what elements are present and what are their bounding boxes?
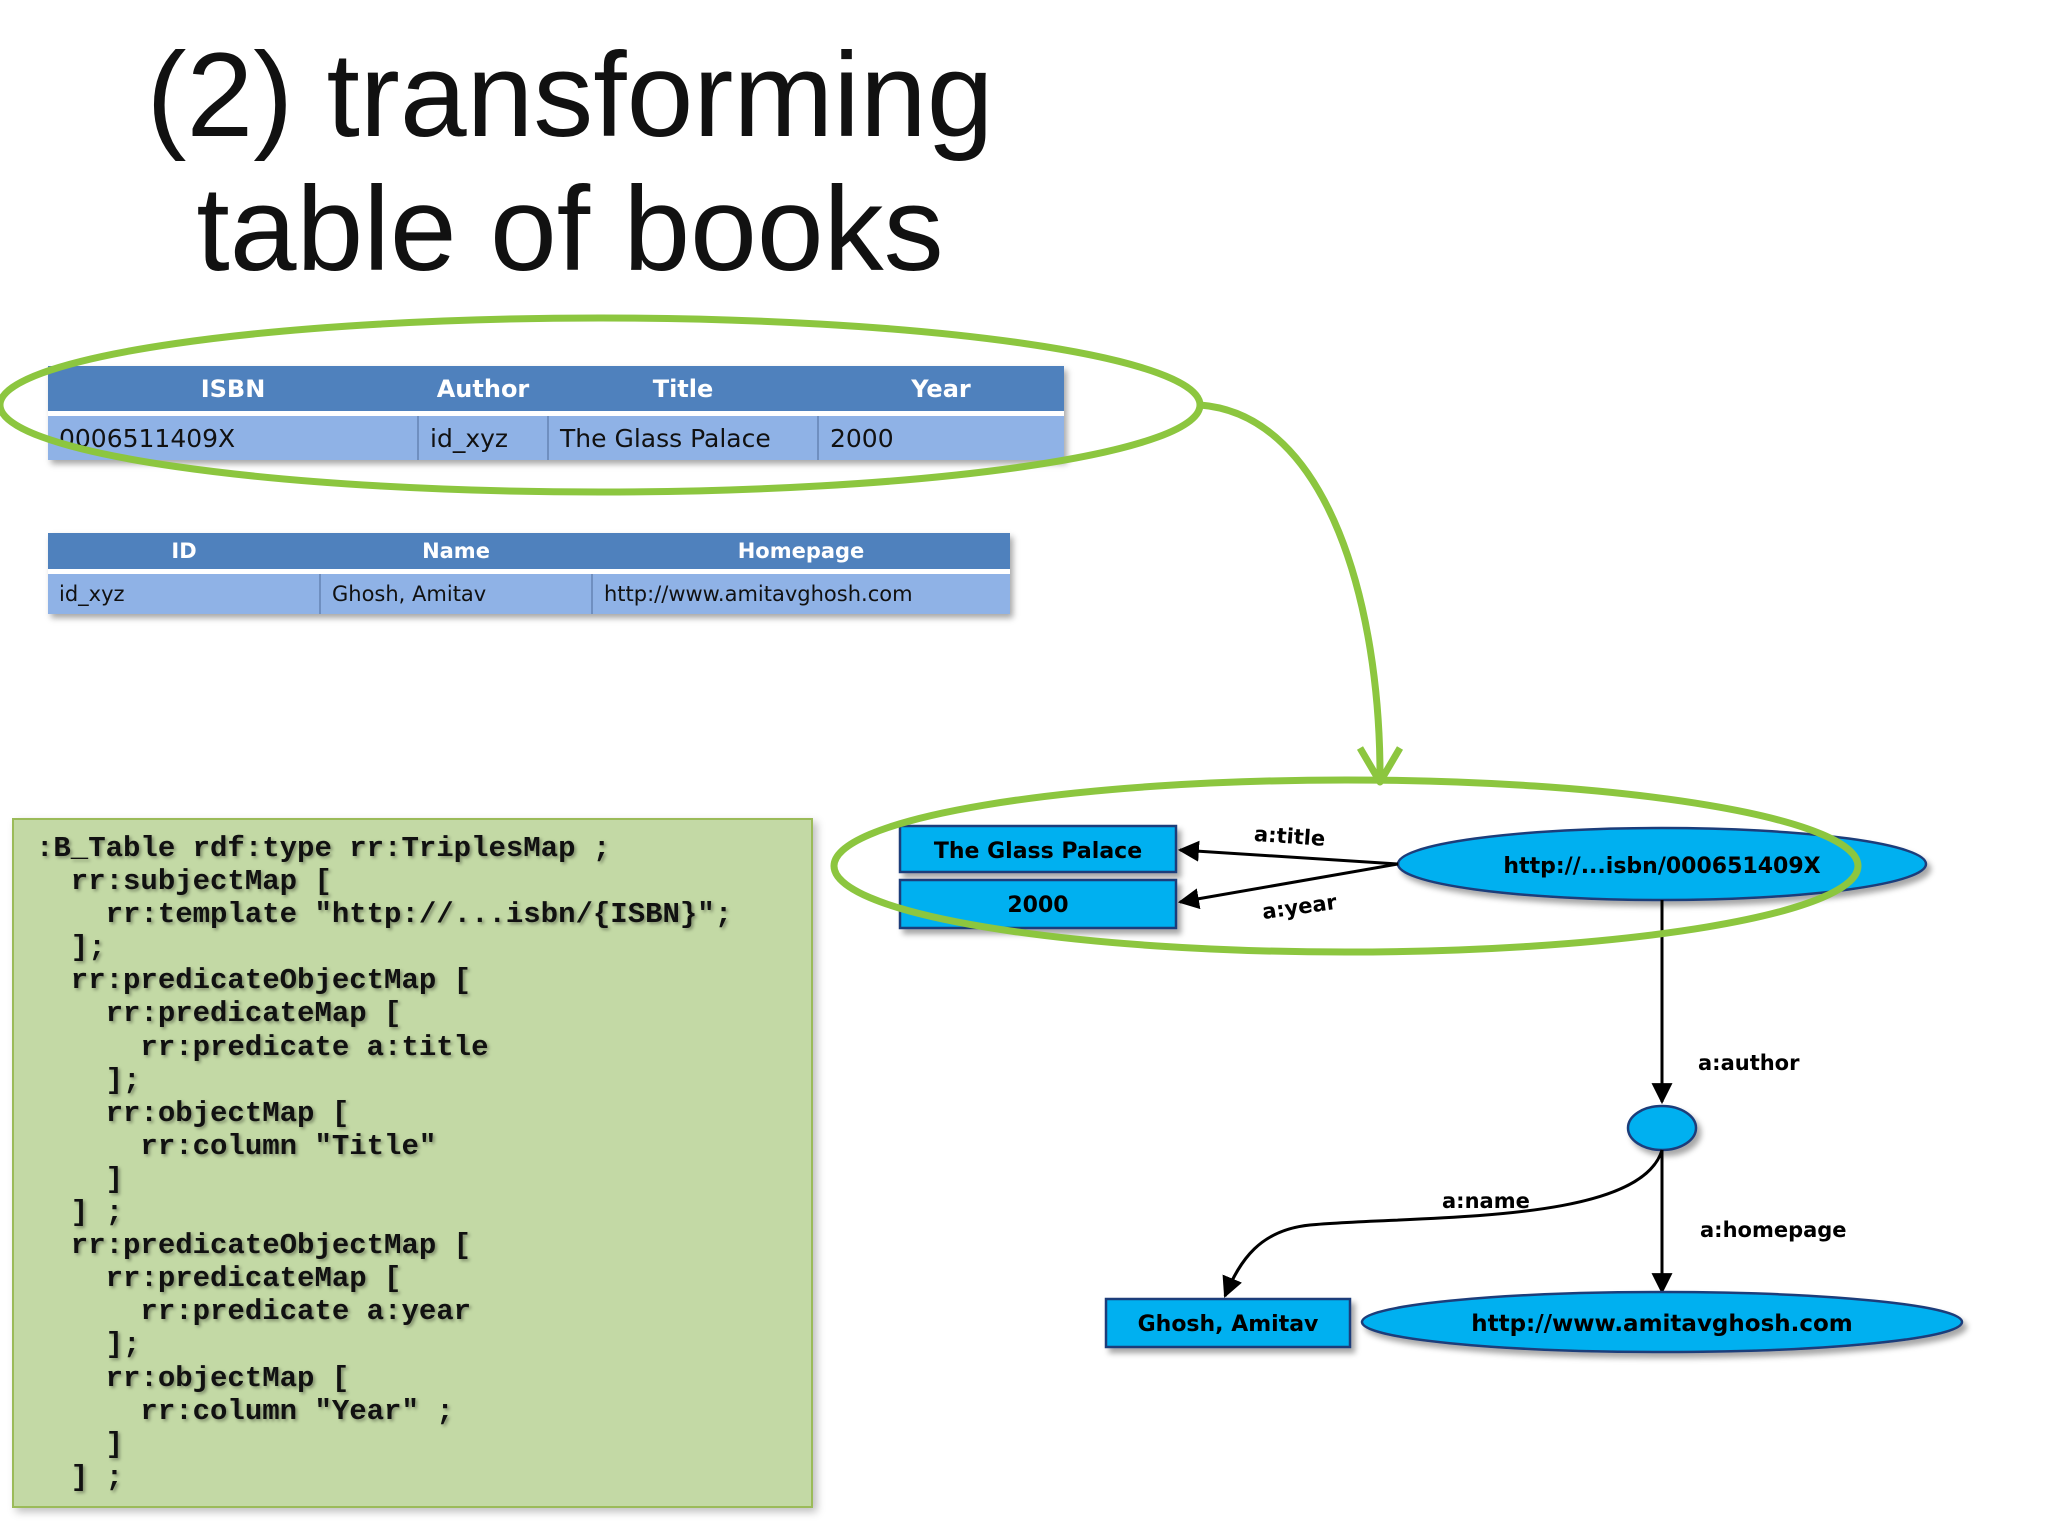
- authors-table-header-row: ID Name Homepage: [48, 533, 1010, 574]
- triples-highlight-oval: [830, 776, 1862, 956]
- edge-year-label: a:year: [1261, 890, 1339, 924]
- header-isbn: ISBN: [48, 366, 418, 416]
- header-title: Title: [548, 366, 818, 416]
- header-id: ID: [48, 533, 320, 574]
- edge-homepage-label: a:homepage: [1700, 1218, 1847, 1242]
- title-line-1: (2) transforming: [146, 28, 994, 162]
- cell-name: Ghosh, Amitav: [320, 571, 593, 614]
- edge-title-label: a:title: [1253, 822, 1326, 851]
- subject-uri-node: http://...isbn/000651409X: [1396, 826, 1928, 902]
- edge-title-arrow: [1177, 840, 1399, 866]
- mapping-code: :B_Table rdf:type rr:TriplesMap ; rr:sub…: [36, 832, 733, 1494]
- books-table-header-row: ISBN Author Title Year: [48, 366, 1064, 416]
- authors-table: ID Name Homepage id_xyz Ghosh, Amitav ht…: [48, 533, 1010, 614]
- literal-name-node: Ghosh, Amitav: [1104, 1297, 1352, 1349]
- cell-year: 2000: [818, 413, 1064, 460]
- literal-title-text: The Glass Palace: [934, 839, 1142, 864]
- homepage-uri-node: http://www.amitavghosh.com: [1360, 1290, 1964, 1354]
- transform-arrow: [1199, 401, 1384, 776]
- edge-name-arrow: [1222, 1149, 1664, 1298]
- subject-uri-text: http://...isbn/000651409X: [1503, 854, 1820, 879]
- edge-name-label: a:name: [1442, 1189, 1530, 1213]
- edge-year-arrow: [1177, 862, 1399, 910]
- literal-title-node: The Glass Palace: [898, 824, 1178, 874]
- edge-author-label: a:author: [1698, 1051, 1800, 1075]
- header-year: Year: [818, 366, 1064, 416]
- header-homepage: Homepage: [592, 533, 1010, 574]
- cell-homepage: http://www.amitavghosh.com: [592, 571, 1010, 614]
- mapping-code-box: :B_Table rdf:type rr:TriplesMap ; rr:sub…: [12, 818, 813, 1508]
- cell-author: id_xyz: [418, 413, 549, 460]
- homepage-uri-text: http://www.amitavghosh.com: [1471, 1311, 1853, 1337]
- books-table: ISBN Author Title Year 0006511409X id_xy…: [48, 366, 1064, 460]
- literal-name-text: Ghosh, Amitav: [1138, 1312, 1319, 1337]
- table-row: id_xyz Ghosh, Amitav http://www.amitavgh…: [48, 571, 1010, 614]
- header-author: Author: [418, 366, 548, 416]
- title-line-2: table of books: [196, 162, 944, 296]
- literal-year-text: 2000: [1007, 893, 1068, 918]
- cell-id: id_xyz: [48, 571, 321, 614]
- cell-title: The Glass Palace: [548, 413, 819, 460]
- header-name: Name: [320, 533, 592, 574]
- transform-arrow-head: [1356, 746, 1404, 786]
- table-row-highlight-oval: [0, 314, 1204, 496]
- blank-author-node: [1626, 1104, 1698, 1152]
- slide-title: (2) transforming table of books: [120, 28, 1020, 296]
